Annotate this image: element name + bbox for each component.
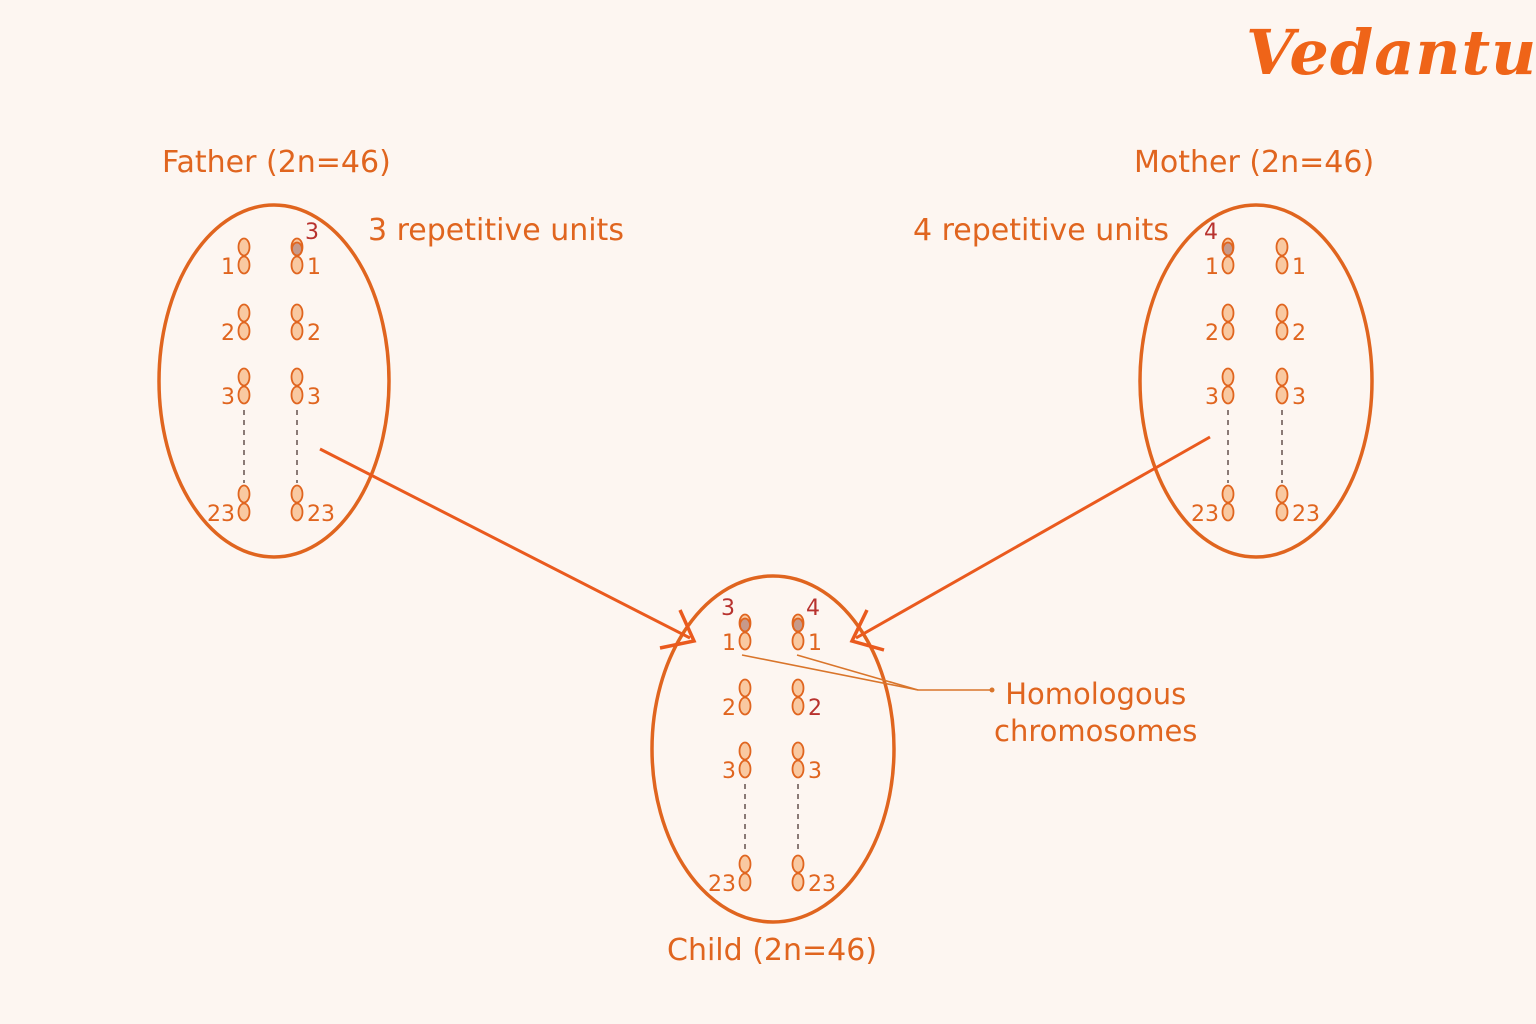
father-chromosome-number-left: 3 <box>221 385 235 410</box>
mother-chromosome-number-left: 1 <box>1205 255 1219 280</box>
father-chromosome-right-3 <box>290 367 304 405</box>
child-cell-outline <box>650 574 896 924</box>
child-chromosome-number-right: 2 <box>808 696 822 721</box>
mother-chromosome-left-23 <box>1221 484 1235 522</box>
homologous-label-line2: chromosomes <box>994 714 1198 749</box>
father-chromosome-left-3 <box>237 367 251 405</box>
mother-chromosome-number-right: 2 <box>1292 321 1306 346</box>
father-label: Father (2n=46) <box>162 145 391 180</box>
child-label: Child (2n=46) <box>667 933 878 968</box>
child-chromosome-number-left: 3 <box>722 759 736 784</box>
mother-chromosome-right-3 <box>1275 367 1289 405</box>
father-chromosome-number-right: 3 <box>307 385 321 410</box>
child-chromosome-number-right: 23 <box>808 872 836 897</box>
mother-label: Mother (2n=46) <box>1134 145 1375 180</box>
father-chromosome-number-right: 23 <box>307 502 335 527</box>
mother-cell-outline <box>1138 203 1374 559</box>
child-chromosome-number-left: 1 <box>722 631 736 656</box>
father-repeat-unit-right <box>291 241 303 257</box>
father-chromosome-left-1 <box>237 237 251 275</box>
mother-chromosome-number-right: 1 <box>1292 255 1306 280</box>
mother-chromosome-left-2 <box>1221 303 1235 341</box>
vedantu-logo: Vedantu <box>1246 16 1536 89</box>
child-repeat-count-right: 4 <box>806 596 820 621</box>
child-chromosome-right-2 <box>791 678 805 716</box>
father-chromosome-number-right: 1 <box>307 255 321 280</box>
child-repeat-count-left: 3 <box>721 596 735 621</box>
father-cell-outline <box>157 203 391 559</box>
mother-to-child-arrow <box>855 435 1211 640</box>
homologous-pointer <box>741 654 995 693</box>
homologous-label-line1: Homologous <box>1005 677 1187 711</box>
child-chromosome-left-23 <box>738 854 752 892</box>
mother-chromosome-number-right: 23 <box>1292 502 1320 527</box>
child-chromosome-left-3 <box>738 741 752 779</box>
mother-chromosome-number-left: 3 <box>1205 385 1219 410</box>
mother-chromosome-number-left: 23 <box>1191 502 1219 527</box>
mother-chromosome-number-right: 3 <box>1292 385 1306 410</box>
child-chromosome-number-left: 2 <box>722 696 736 721</box>
inheritance-arrows <box>319 435 1211 652</box>
mother-chromosome-right-1 <box>1275 237 1289 275</box>
mother-repeat-count-left: 4 <box>1204 220 1218 245</box>
father-chromosome-right-2 <box>290 303 304 341</box>
father-chromosome-right-23 <box>290 484 304 522</box>
father-chromosome-left-2 <box>237 303 251 341</box>
child-chromosome-number-right: 1 <box>808 631 822 656</box>
child-chromosome-right-23 <box>791 854 805 892</box>
father-chromosome-number-left: 2 <box>221 321 235 346</box>
child-chromosome-left-2 <box>738 678 752 716</box>
child-repeat-unit-left <box>739 617 751 633</box>
mother-chromosome-number-left: 2 <box>1205 321 1219 346</box>
father-repeat-count-right: 3 <box>305 220 319 245</box>
father-chromosome-number-left: 1 <box>221 255 235 280</box>
father-arrowhead <box>659 609 697 650</box>
child-chromosome-right-3 <box>791 741 805 779</box>
father-chromosome-left-23 <box>237 484 251 522</box>
mother-chromosome-right-2 <box>1275 303 1289 341</box>
mother-arrowhead <box>849 609 885 652</box>
child-chromosome-number-right: 3 <box>808 759 822 784</box>
homologous-chromosomes-label: Homologous chromosomes <box>994 676 1197 750</box>
father-repeat-units-label: 3 repetitive units <box>368 213 624 248</box>
mother-chromosome-left-3 <box>1221 367 1235 405</box>
mother-repeat-unit-left <box>1222 241 1234 257</box>
mother-chromosome-right-23 <box>1275 484 1289 522</box>
child-repeat-unit-right <box>792 617 804 633</box>
mother-repeat-units-label: 4 repetitive units <box>913 213 1169 248</box>
child-chromosome-number-left: 23 <box>708 872 736 897</box>
father-chromosome-number-left: 23 <box>207 502 235 527</box>
father-chromosome-number-right: 2 <box>307 321 321 346</box>
father-to-child-arrow <box>319 447 691 640</box>
